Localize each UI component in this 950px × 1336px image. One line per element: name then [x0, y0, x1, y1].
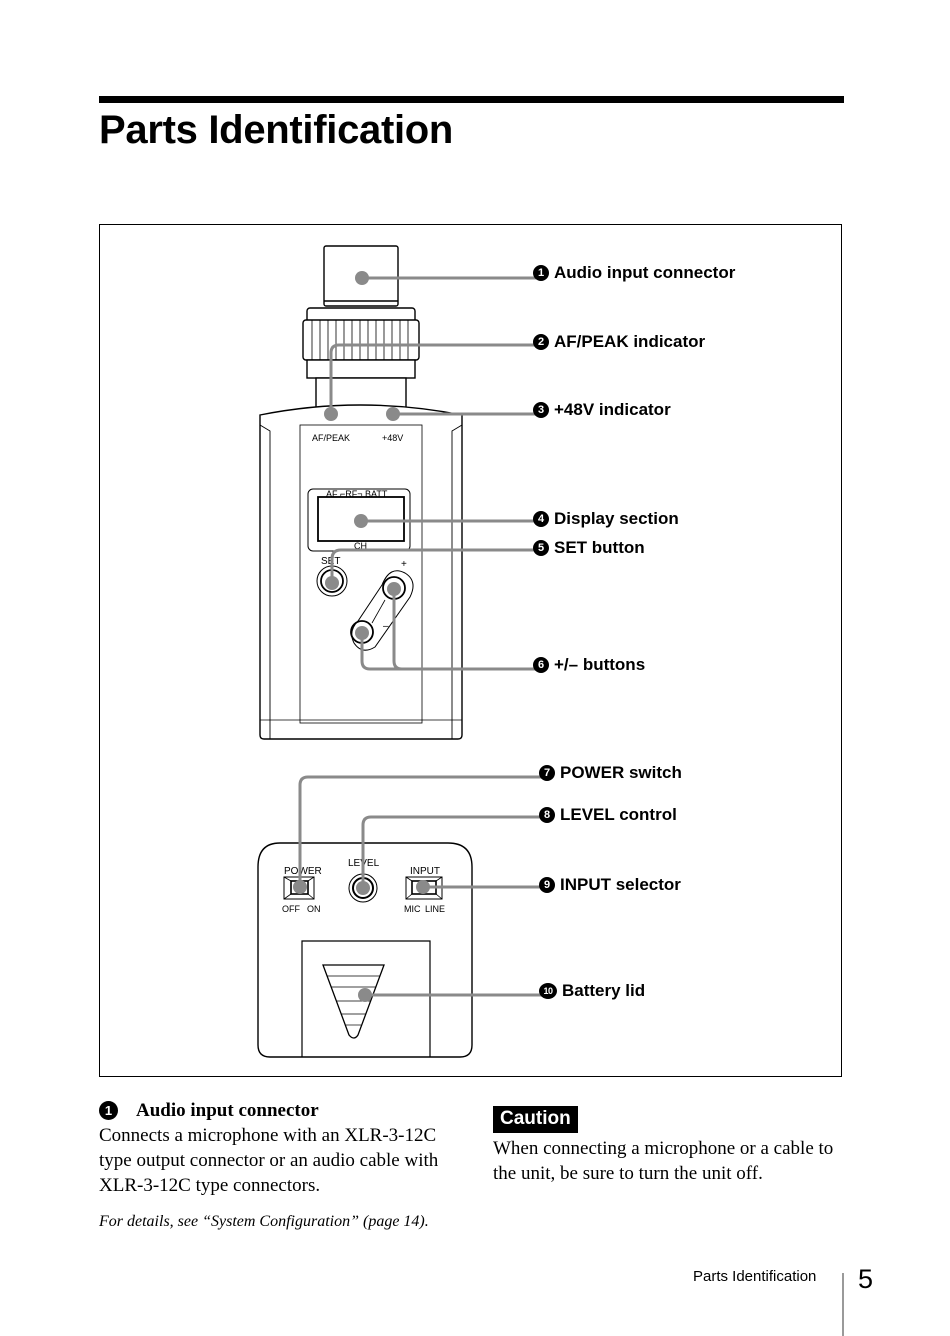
- callout-48v-indicator: 3 +48V indicator: [533, 400, 671, 420]
- mic-label: MIC: [404, 904, 421, 914]
- callout-label: SET button: [554, 538, 645, 557]
- callout-number: 9: [539, 877, 555, 893]
- line-label: LINE: [425, 904, 445, 914]
- caution-box: Caution When connecting a microphone or …: [493, 1106, 853, 1186]
- callout-battery-lid: 10 Battery lid: [539, 981, 645, 1001]
- description-number: 1: [99, 1101, 118, 1120]
- callout-label: Audio input connector: [554, 263, 736, 282]
- device-illustration: AF/PEAK +48V AF ⌐RF¬ BATT CH SET + – POW…: [257, 245, 544, 1058]
- input-label: INPUT: [410, 866, 440, 877]
- footer-divider: [842, 1273, 844, 1336]
- callout-number: 3: [533, 402, 549, 418]
- description-heading: 1 Audio input connector: [99, 1098, 459, 1123]
- cross-reference-note: For details, see “System Configuration” …: [99, 1213, 429, 1230]
- display-top-label: AF ⌐RF¬ BATT: [326, 489, 388, 499]
- callout-number: 2: [533, 334, 549, 350]
- caution-badge: Caution: [493, 1106, 578, 1133]
- plus48v-label: +48V: [382, 433, 403, 443]
- footer-section-label: Parts Identification: [693, 1268, 817, 1285]
- parts-diagram: AF/PEAK +48V AF ⌐RF¬ BATT CH SET + – POW…: [99, 224, 842, 1077]
- callout-number: 1: [533, 265, 549, 281]
- transmitter-body: [259, 404, 463, 740]
- leader-dots: [293, 271, 430, 1002]
- callout-number: 4: [533, 511, 549, 527]
- page-title: Parts Identification: [99, 108, 454, 152]
- plus-label: +: [401, 559, 407, 570]
- callout-number: 5: [533, 540, 549, 556]
- callout-label: Battery lid: [562, 981, 646, 1000]
- display-ch-label: CH: [354, 541, 367, 551]
- callout-level-control: 8 LEVEL control: [539, 805, 677, 825]
- page-number: 5: [858, 1264, 874, 1294]
- callout-number: 8: [539, 807, 555, 823]
- callout-label: Display section: [554, 509, 679, 528]
- callout-label: +/– buttons: [554, 655, 646, 674]
- callout-audio-input-connector: 1 Audio input connector: [533, 263, 735, 283]
- leader-lines: [298, 276, 544, 997]
- callout-set-button: 5 SET button: [533, 538, 645, 558]
- callout-label: LEVEL control: [560, 805, 677, 824]
- callout-number: 10: [539, 983, 557, 999]
- callout-number: 7: [539, 765, 555, 781]
- callout-input-selector: 9 INPUT selector: [539, 875, 681, 895]
- callout-plus-minus-buttons: 6 +/– buttons: [533, 655, 645, 675]
- callout-label: POWER switch: [560, 763, 682, 782]
- callout-af-peak-indicator: 2 AF/PEAK indicator: [533, 332, 705, 352]
- callout-number: 6: [533, 657, 549, 673]
- description-body: Connects a microphone with an XLR-3-12C …: [99, 1125, 439, 1196]
- power-label: POWER: [284, 866, 322, 877]
- caution-body: When connecting a microphone or a cable …: [493, 1138, 834, 1184]
- off-label: OFF: [282, 904, 300, 914]
- on-label: ON: [307, 904, 321, 914]
- callout-power-switch: 7 POWER switch: [539, 763, 682, 783]
- description-audio-input-connector: 1 Audio input connector Connects a micro…: [99, 1098, 459, 1198]
- callout-display-section: 4 Display section: [533, 509, 679, 529]
- callout-label: INPUT selector: [560, 875, 681, 894]
- title-rule: [99, 96, 844, 103]
- display-window: [317, 496, 405, 542]
- af-peak-label: AF/PEAK: [312, 433, 350, 443]
- battery-lid: [301, 940, 431, 1057]
- minus-label: –: [383, 621, 389, 632]
- callout-label: +48V indicator: [554, 400, 671, 419]
- callout-label: AF/PEAK indicator: [554, 332, 706, 351]
- description-title: Audio input connector: [136, 1100, 319, 1121]
